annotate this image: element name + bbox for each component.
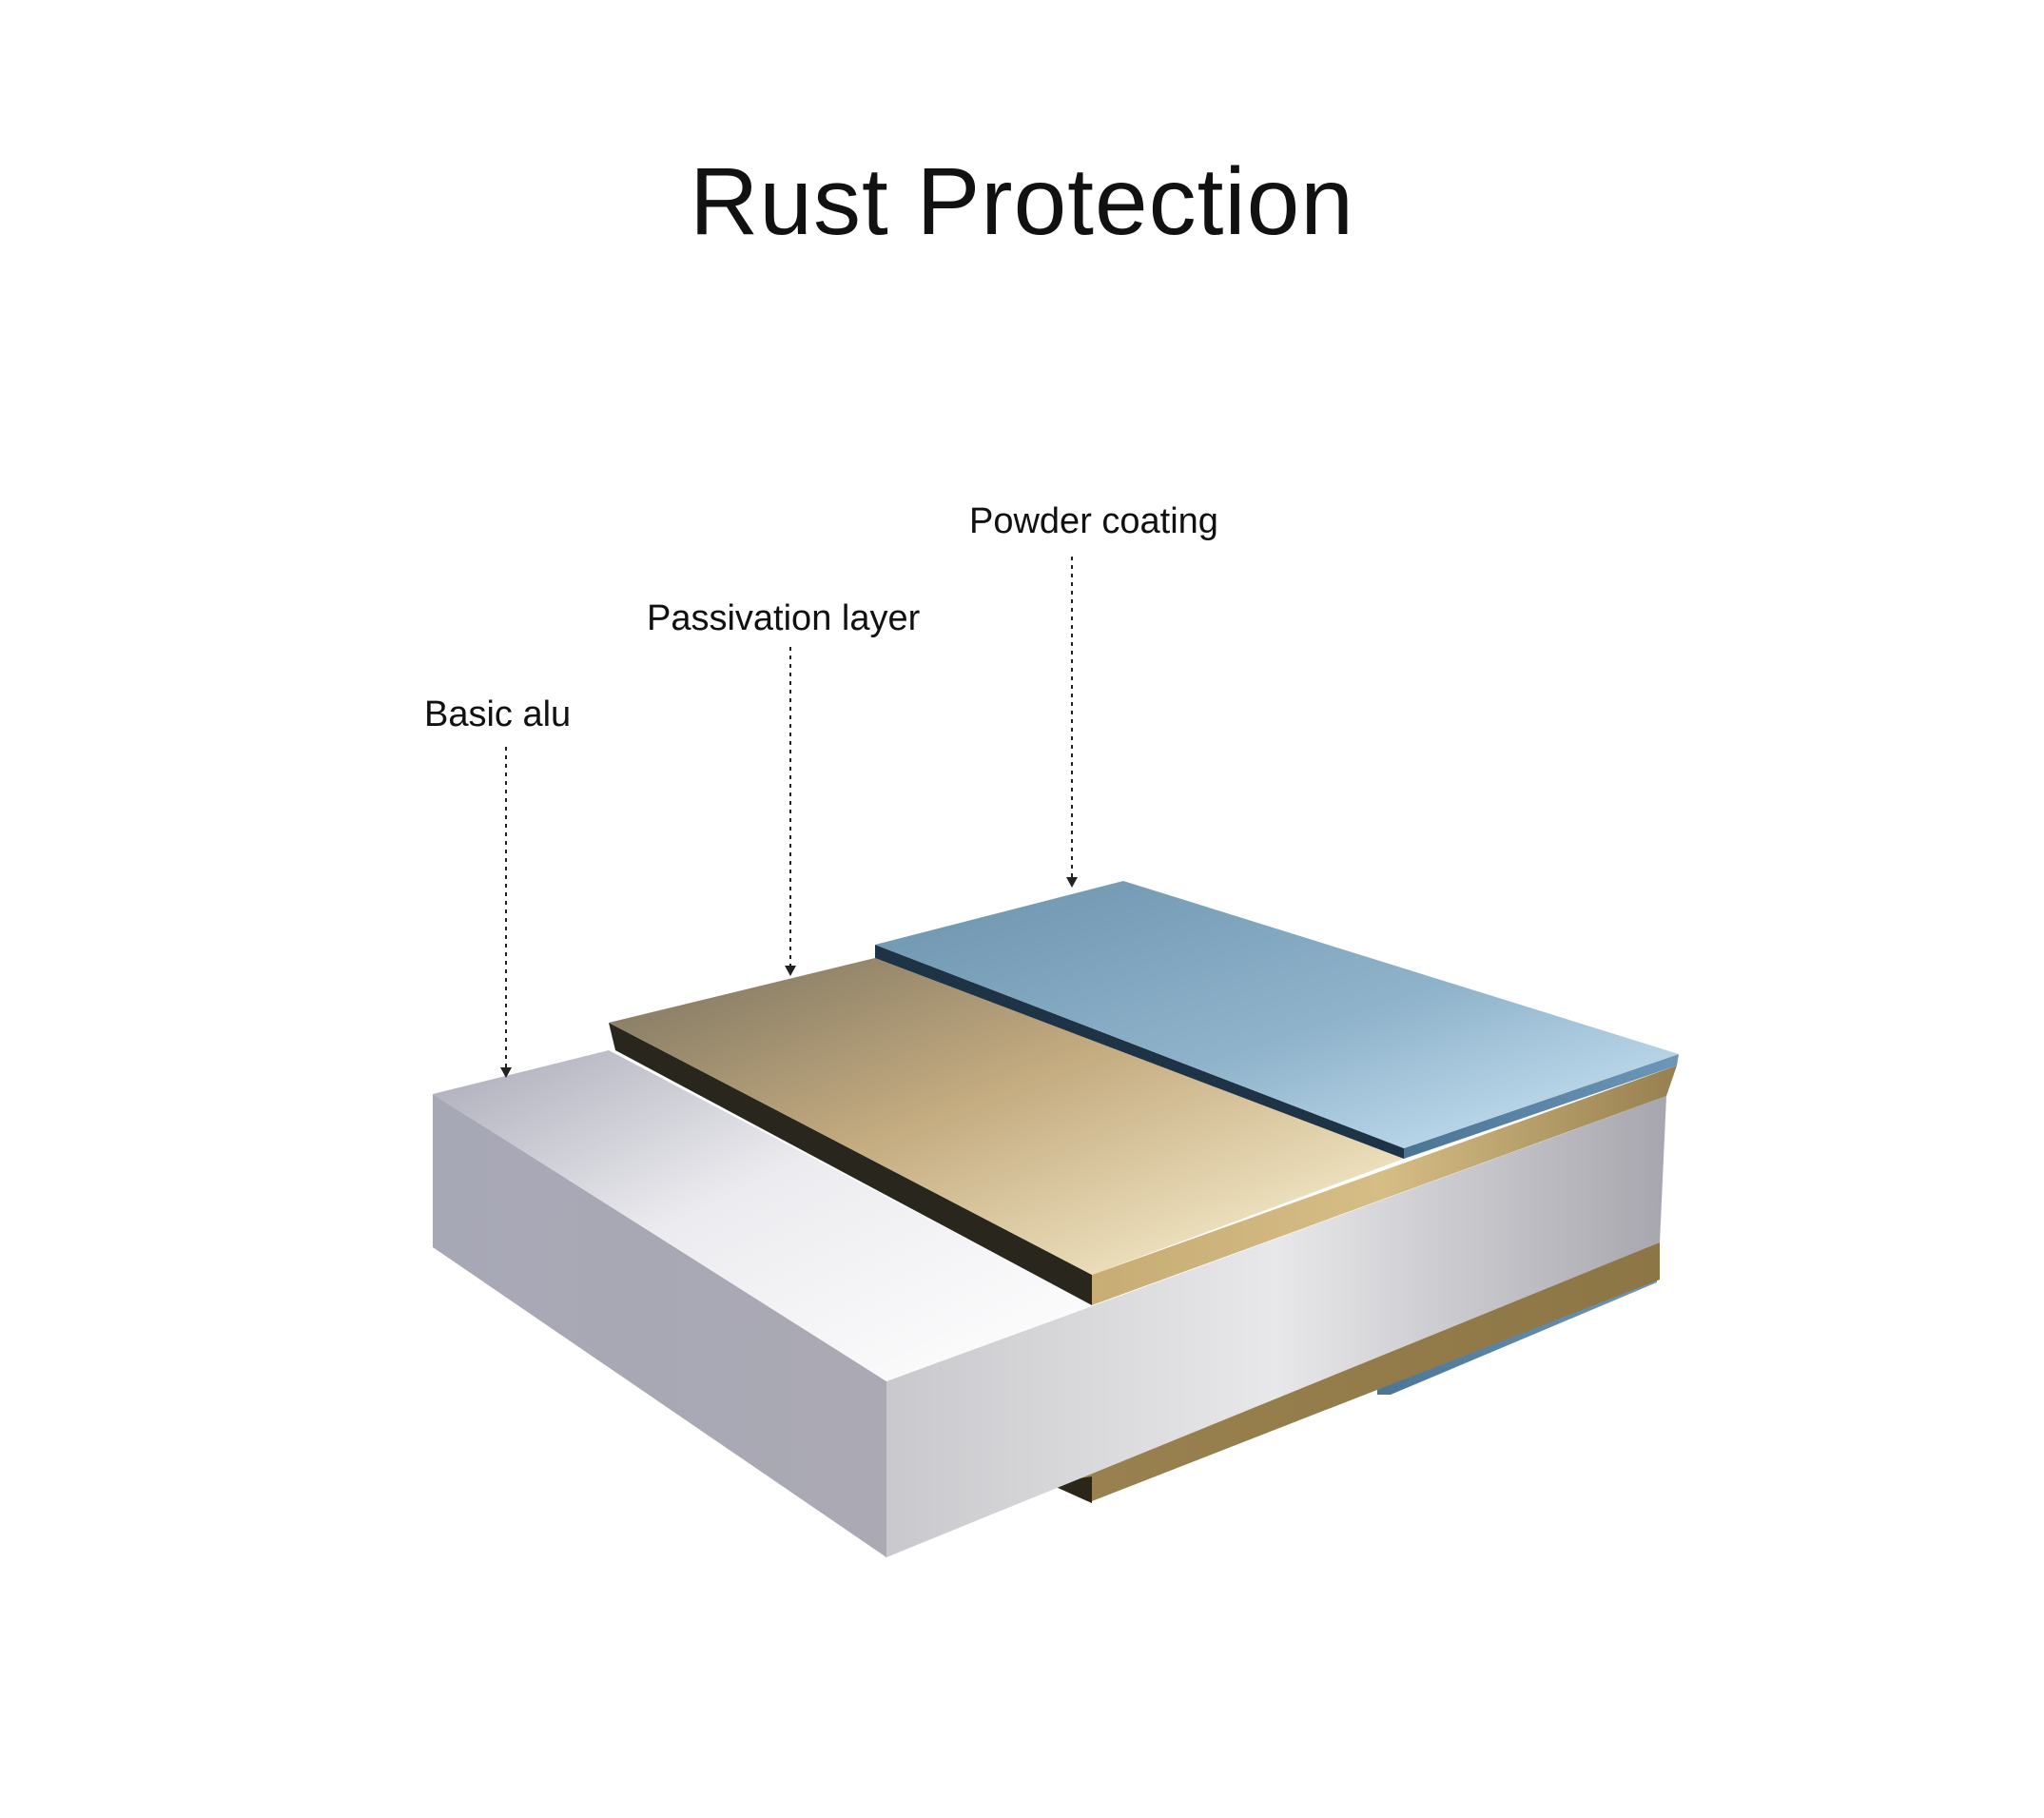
powder-coating-left-edge xyxy=(875,945,1404,1159)
passivation-bottom-strip xyxy=(1054,1242,1660,1503)
passivation-top-face xyxy=(609,958,1404,1275)
callout-leader-basic-alu xyxy=(500,747,512,1078)
page-title: Rust Protection xyxy=(690,148,1354,255)
aluminium-left-face xyxy=(433,1094,886,1557)
callout-label-passivation-layer: Passivation layer xyxy=(647,598,921,638)
passivation-front-face xyxy=(1092,1065,1677,1305)
callout-label-basic-alu: Basic alu xyxy=(424,694,572,734)
callout-leader-powder-coating xyxy=(1066,557,1078,888)
powder-coating-top-face xyxy=(875,881,1679,1148)
aluminium-front-face xyxy=(886,1096,1666,1557)
passivation-left-edge xyxy=(609,1023,1092,1305)
callout-label-powder-coating: Powder coating xyxy=(969,501,1218,541)
aluminium-top-face xyxy=(433,1050,1092,1381)
powder-coating-front-face xyxy=(1404,1054,1679,1159)
callout-leader-passivation-layer xyxy=(785,647,796,976)
